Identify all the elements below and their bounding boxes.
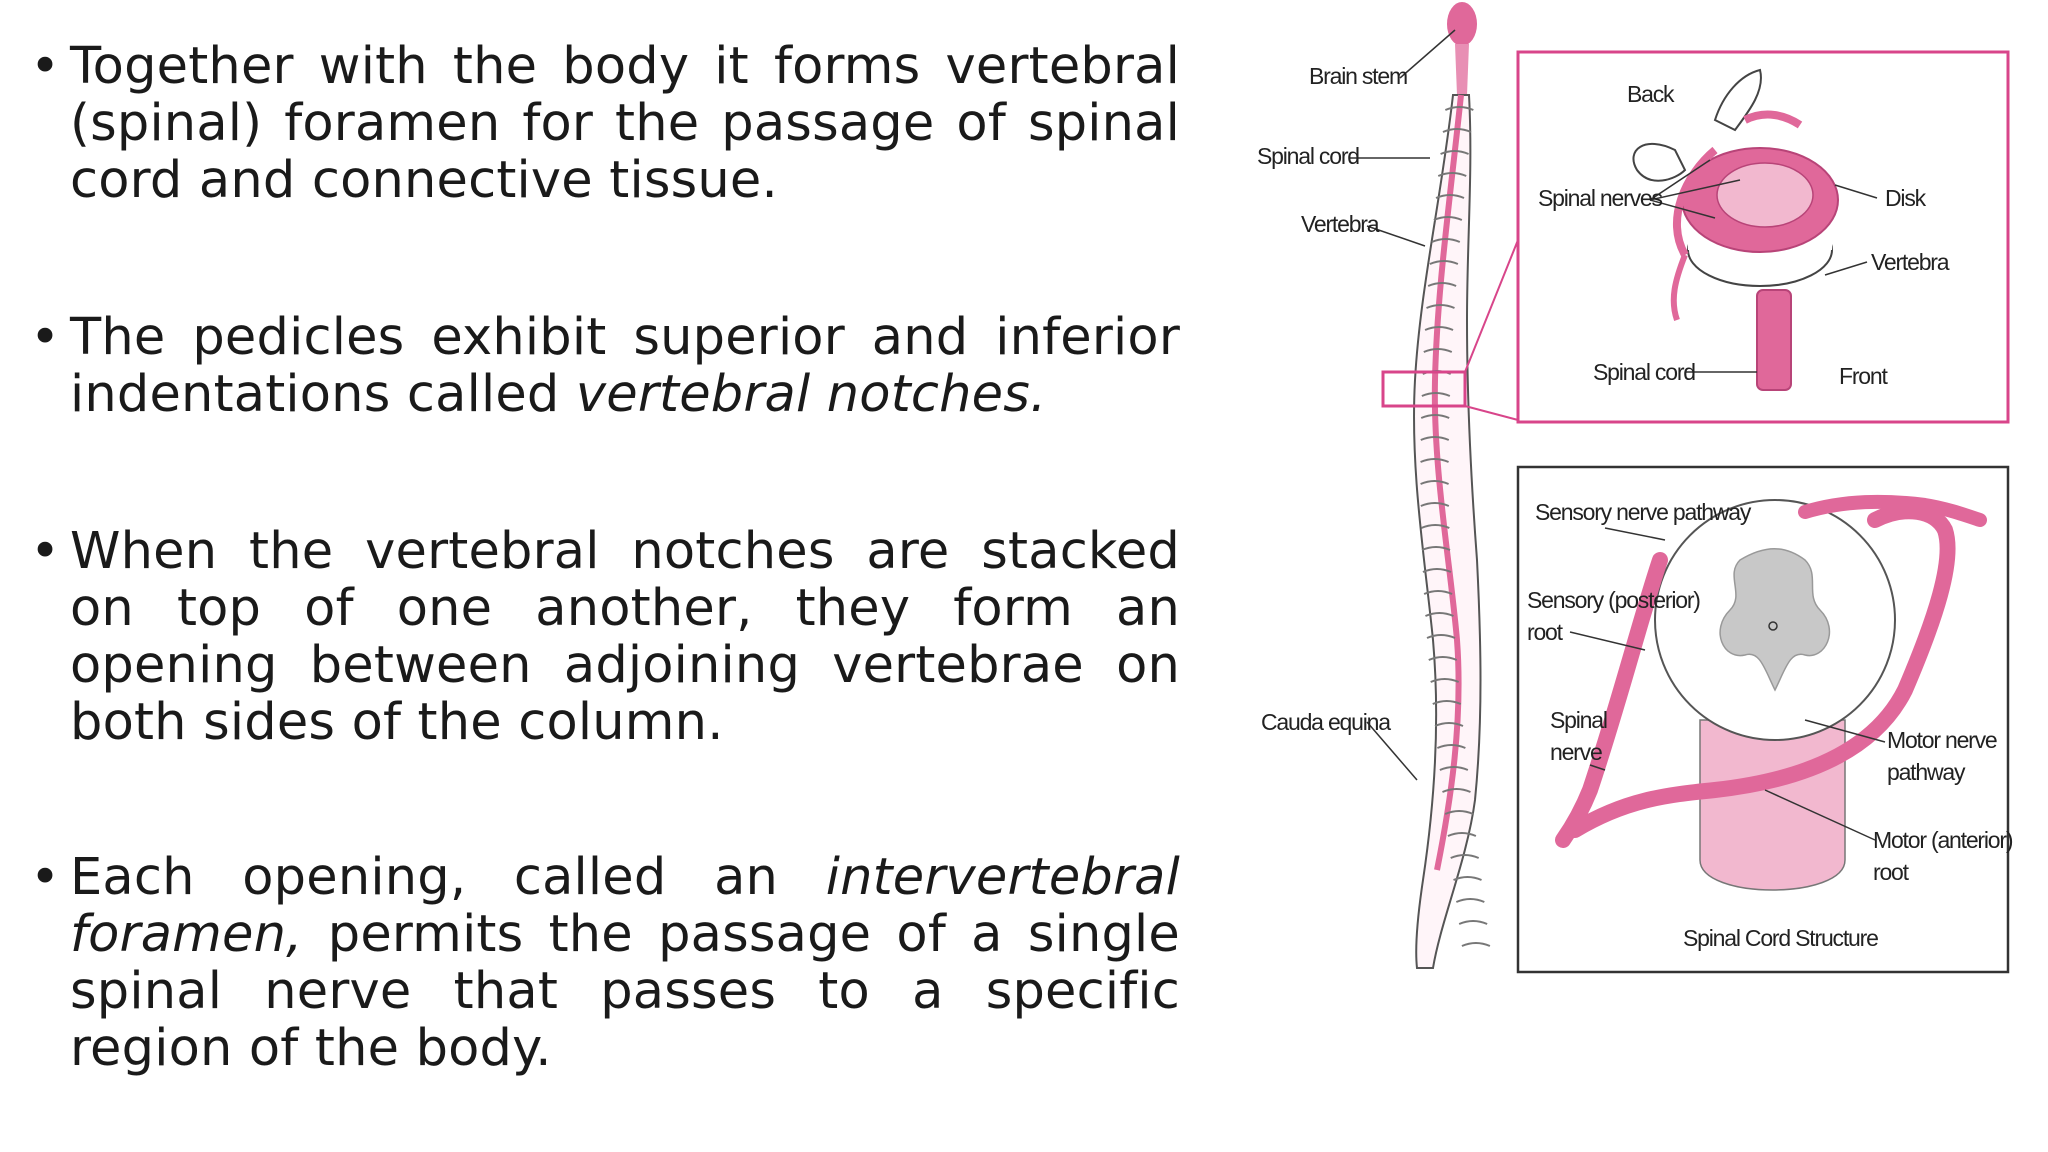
label-disk: Disk [1885, 185, 1927, 211]
vertebra-tick [1422, 568, 1452, 573]
vertebra-tick [1431, 238, 1461, 243]
highlight-box [1381, 370, 1467, 408]
top-inset: Back Spinal nerves Disk Vertebra Spinal … [1516, 50, 2010, 424]
label-back: Back [1627, 81, 1675, 107]
connector-line-top [1464, 239, 1519, 373]
vertebra-tick [1442, 128, 1472, 133]
vertebra-segments [1420, 106, 1491, 947]
spinal-nerve-right [1743, 110, 1803, 129]
vertebra-tick [1424, 326, 1454, 331]
bullet-text: Together with the body it forms vertebra… [70, 37, 1180, 210]
vertebra-tick [1436, 744, 1466, 749]
vertebra-tick [1444, 810, 1474, 815]
spine-anatomy-figure: Brain stem Spinal cord Vertebra Cauda eq… [1245, 0, 2025, 1000]
vertebra-tick [1433, 216, 1463, 221]
disk-nucleus [1716, 162, 1814, 228]
label-spinal-nerve-1: Spinal [1550, 707, 1607, 733]
label-spinal-nerves: Spinal nerves [1538, 185, 1662, 211]
bullet-item: •Each opening, called an intervertebral … [30, 849, 1180, 1077]
vertebra-tick [1429, 260, 1459, 265]
bullet-text: permits the passage of a single spinal n… [70, 905, 1180, 1078]
gray-matter-shape [1719, 548, 1831, 692]
vertebra-tick [1461, 942, 1491, 947]
vertebra-tick [1455, 898, 1485, 903]
label-front: Front [1839, 363, 1888, 389]
label-spinal-cord-inset: Spinal cord [1593, 359, 1695, 385]
figure-caption: Spinal Cord Structure [1683, 925, 1878, 951]
vertebra-tick [1440, 150, 1469, 155]
vertebra-tick [1453, 876, 1482, 881]
vertebra-tick [1426, 634, 1456, 639]
bullet-text: The pedicles exhibit superior and inferi… [70, 308, 1180, 424]
vertebra-tick [1428, 656, 1458, 661]
vertebra-tick [1421, 392, 1451, 397]
vertebra-tick [1420, 458, 1449, 463]
vertebra-tick [1458, 920, 1488, 925]
transverse-process-left [1632, 142, 1687, 182]
label-vertebra: Vertebra [1301, 211, 1380, 237]
vertebra-tick [1420, 524, 1450, 529]
vertebra-tick [1423, 590, 1453, 595]
vertebra-tick [1420, 502, 1450, 507]
label-motor-root-1: Motor (anterior) [1873, 827, 2013, 853]
spine-leader-lines [1349, 29, 1456, 781]
connector-line-bottom [1464, 405, 1519, 421]
label-motor-pathway-1: Motor nerve [1887, 727, 1997, 753]
vertebra-tick [1435, 194, 1465, 199]
label-spinal-nerve-2: nerve [1550, 739, 1602, 765]
label-motor-root-2: root [1873, 859, 1910, 885]
bullet-text: Each opening, called an [70, 848, 826, 907]
bottom-inset: Sensory nerve pathway Sensory (posterior… [1516, 465, 2014, 974]
spinal-nerve-left [1673, 146, 1718, 257]
cord-cylinder [1699, 719, 1846, 891]
vertebra-tick [1447, 832, 1477, 837]
label-spinal-cord: Spinal cord [1257, 143, 1359, 169]
vertebra-tick [1444, 106, 1474, 111]
label-sensory-root-2: root [1527, 619, 1564, 645]
vertebra-tick [1432, 700, 1462, 705]
bullet-symbol: • [30, 522, 61, 581]
vertebra-tick [1420, 414, 1450, 419]
bullet-text-italic: vertebral notches. [575, 365, 1047, 424]
bullet-text: When the vertebral notches are stacked o… [70, 522, 1180, 752]
vertebra-tick [1420, 480, 1449, 485]
label-sensory-root-1: Sensory (posterior) [1527, 587, 1700, 613]
bullet-text-italic: intervertebral foramen, [70, 848, 1180, 964]
brain-stem-shape [1447, 2, 1477, 46]
bullet-symbol: • [30, 848, 61, 907]
motor-root [1567, 503, 1956, 838]
bullet-symbol: • [30, 308, 61, 367]
vertebra-tick [1437, 172, 1467, 177]
vertebra-tick [1425, 612, 1454, 617]
label-vertebra-inset: Vertebra [1871, 249, 1950, 275]
bullet-symbol: • [30, 37, 61, 96]
bullet-item: •Together with the body it forms vertebr… [30, 38, 1180, 209]
bullet-item: •The pedicles exhibit superior and infer… [30, 309, 1180, 423]
brain-stem-neck [1455, 44, 1469, 95]
label-brain-stem: Brain stem [1309, 63, 1407, 89]
vertebra-tick [1427, 282, 1457, 287]
bullet-list: •Together with the body it forms vertebr… [30, 38, 1180, 1077]
nerve-pathway-top [1798, 494, 1987, 527]
label-motor-pathway-2: pathway [1887, 759, 1966, 785]
vertebra-tick [1426, 304, 1455, 309]
spinal-column-drawing [1381, 2, 1519, 969]
label-cauda-equina: Cauda equina [1261, 709, 1391, 735]
label-sensory-pathway: Sensory nerve pathway [1535, 499, 1752, 525]
vertebra-tick [1442, 788, 1471, 793]
spinal-cord-stub [1756, 289, 1792, 391]
spinal-cord-line [1431, 94, 1464, 871]
vertebra-tick [1439, 766, 1469, 771]
vertebra-tick [1450, 854, 1480, 859]
vertebra-tick [1434, 722, 1464, 727]
vertebra-tick [1423, 348, 1453, 353]
vertebra-tick [1430, 678, 1460, 683]
bullet-item: •When the vertebral notches are stacked … [30, 523, 1180, 751]
vertebra-tick [1420, 436, 1450, 441]
vertebra-tick [1421, 546, 1451, 551]
spine-anatomy-illustration: Brain stem Spinal cord Vertebra Cauda eq… [1257, 2, 2014, 974]
